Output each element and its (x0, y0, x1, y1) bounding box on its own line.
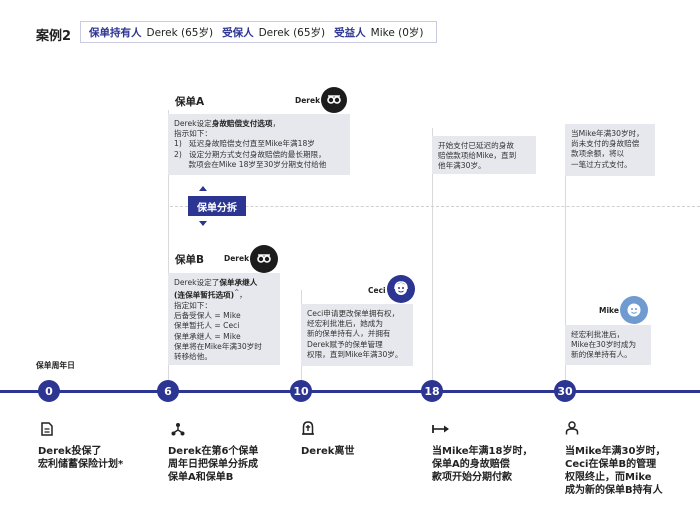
policy-b-line: 保单暂托人 = Ceci (174, 321, 240, 331)
policy-a-bold: 身故赔偿支付选项 (211, 119, 273, 128)
policy-anniversary-label: 保单周年日 (36, 361, 75, 370)
milestone-line: 当Mike年满18岁时， (432, 446, 533, 457)
owner-value: Derek (65岁) (146, 26, 214, 39)
timeline-node-30: 30 (554, 380, 576, 402)
policy-split-badge: 保单分拆 (188, 196, 246, 216)
policy-b-line: 指定如下： (174, 300, 212, 310)
mike-line: 新的保单持有人。 (571, 350, 632, 360)
note-30-line: 款项余额，将以 (571, 149, 625, 159)
derek-avatar-icon (250, 245, 278, 273)
milestone-line: Derek离世 (301, 446, 355, 457)
connector-line (432, 128, 433, 380)
policy-a-line: 2) 设定分期方式支付身故赔偿的最长期限， (174, 149, 326, 159)
connector-line (168, 110, 169, 380)
note-18-line: 赔偿款项给Mike，直到 (438, 151, 517, 161)
mike-avatar-icon (620, 296, 648, 324)
policy-b-owner-name: Derek (224, 254, 250, 263)
timeline-node-0: 0 (38, 380, 60, 402)
policy-b-line: 后备受保人 = Mike (174, 311, 241, 321)
split-down-arrow-icon (199, 221, 207, 226)
milestone-line: Ceci在保单B的管理 (565, 459, 657, 470)
mike-name: Mike (599, 306, 619, 315)
milestone-line: 当Mike年满30岁时， (565, 446, 666, 457)
note-age-18: 开始支付已延迟的身故 赔偿款项给Mike，直到 他年满30岁。 (432, 136, 536, 174)
ceci-name: Ceci (368, 286, 386, 295)
milestone-line: 周年日把保单分拆成 (168, 459, 258, 470)
note-age-30: 当Mike年满30岁时， 尚未支付的身故赔偿 款项余额，将以 一笔过方式支付。 (565, 124, 655, 176)
policy-b-text: ， (239, 290, 247, 300)
milestone-line: 款项开始分期付款 (432, 472, 512, 483)
milestone-6-text: Derek在第6个保单 周年日把保单分拆成 保单A和保单B (168, 445, 258, 484)
timeline-node-10: 10 (290, 380, 312, 402)
timeline-bar (0, 390, 700, 393)
policy-a-line: 款项会在Mike 18岁至30岁分期支付给他 (174, 159, 327, 169)
policy-b-text: Derek设定了 (174, 278, 220, 287)
note-30-line: 当Mike年满30岁时， (571, 129, 644, 138)
milestone-line: 成为新的保单B持有人 (565, 485, 663, 496)
milestone-30-text: 当Mike年满30岁时， Ceci在保单B的管理 权限终止，而Mike 成为新的… (565, 445, 665, 497)
policy-a-line: 1) 延迟身故赔偿支付直至Mike年满18岁 (174, 139, 315, 149)
ceci-line: Ceci申请更改保单拥有权， (307, 309, 400, 318)
note-18-line: 开始支付已延迟的身故 (438, 141, 514, 150)
policy-a-text: Derek设定 (174, 119, 212, 128)
milestone-line: 宏利储蓄保险计划* (38, 459, 124, 470)
policy-b-line: 保单将在Mike年满30岁时 (174, 341, 262, 351)
ceci-line: 经宏利批准后，她成为 (307, 319, 383, 329)
milestone-line: Derek在第6个保单 (168, 446, 259, 457)
split-up-arrow-icon (199, 186, 207, 191)
mike-card: 经宏利批准后， Mike在30岁时成为 新的保单持有人。 (565, 325, 651, 365)
milestone-18-text: 当Mike年满18岁时， 保单A的身故赔偿 款项开始分期付款 (432, 445, 532, 484)
milestone-10-text: Derek离世 (301, 445, 354, 458)
mike-line: 经宏利批准后， (571, 330, 625, 339)
ceci-line: Derek赋予的保单管理 (307, 339, 383, 349)
milestone-line: 权限终止，而Mike (565, 472, 652, 483)
milestone-line: Derek投保了 (38, 446, 102, 457)
note-30-line: 尚未支付的身故赔偿 (571, 139, 640, 149)
split-icon (171, 423, 185, 436)
policy-a-text: ， (272, 119, 281, 128)
milestone-0-text: Derek投保了 宏利储蓄保险计划* (38, 445, 123, 471)
policy-a-guide (170, 206, 700, 207)
arrow-right-icon (432, 425, 449, 433)
owner-label: 保单持有人 (89, 26, 142, 39)
note-30-line: 一笔过方式支付。 (571, 159, 632, 169)
derek-avatar-icon (321, 87, 347, 113)
policy-b-label: 保单B (175, 254, 205, 266)
policy-a-line: 指示如下： (174, 129, 212, 139)
policy-b-sup: ^ (234, 289, 240, 297)
insured-label: 受保人 (222, 26, 254, 39)
policy-b-bold: (连保单暂托选项) (174, 290, 235, 300)
page-title: 案例2 (36, 29, 72, 44)
insured-value: Derek (65岁) (258, 26, 326, 39)
ceci-line: 权限，直到Mike年满30岁。 (307, 349, 403, 359)
person-icon (565, 421, 579, 435)
policy-b-line: 保单承继人 = Mike (174, 331, 241, 341)
beneficiary-label: 受益人 (334, 26, 366, 39)
mike-line: Mike在30岁时成为 (571, 340, 637, 350)
note-18-line: 他年满30岁。 (438, 161, 486, 171)
policy-b-line: 转移给他。 (174, 351, 212, 361)
ceci-card: Ceci申请更改保单拥有权， 经宏利批准后，她成为 新的保单持有人，并拥有 De… (301, 304, 413, 366)
timeline-node-6: 6 (157, 380, 179, 402)
policy-a-owner-name: Derek (295, 96, 321, 105)
document-icon (41, 422, 53, 436)
milestone-line: 保单A和保单B (168, 472, 234, 483)
policy-b-bold: 保单承继人 (219, 278, 258, 287)
timeline-node-18: 18 (421, 380, 443, 402)
ceci-line: 新的保单持有人，并拥有 (307, 329, 391, 339)
beneficiary-value: Mike (0岁) (370, 26, 424, 39)
tombstone-icon (302, 421, 314, 435)
connector-line (565, 128, 566, 380)
milestone-line: 保单A的身故赔偿 (432, 459, 510, 470)
ceci-avatar-icon (387, 275, 415, 303)
case-info-box: 保单持有人 Derek (65岁) 受保人 Derek (65岁) 受益人 Mi… (80, 21, 437, 43)
policy-b-card: Derek设定了保单承继人 (连保单暂托选项)^， 指定如下： 后备受保人 = … (168, 273, 280, 365)
policy-a-label: 保单A (175, 96, 205, 108)
policy-a-card: Derek设定身故赔偿支付选项， 指示如下： 1) 延迟身故赔偿支付直至Mike… (168, 114, 350, 175)
